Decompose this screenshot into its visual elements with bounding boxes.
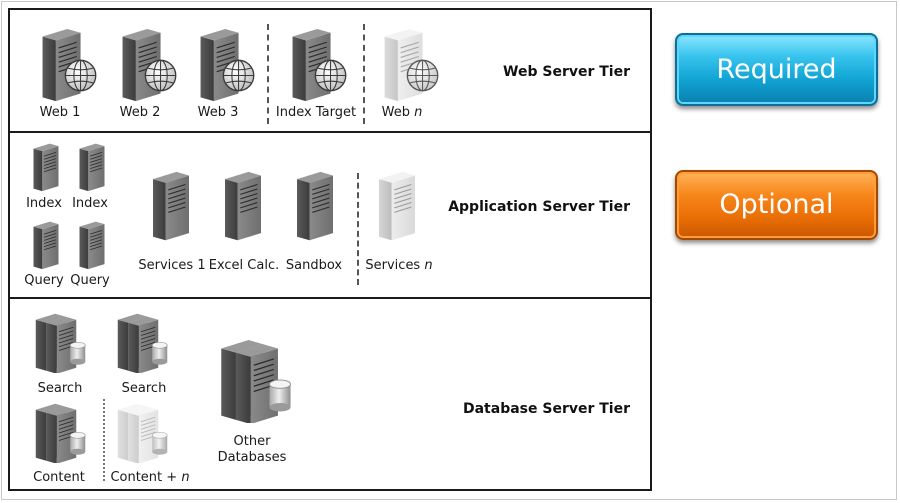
- web-server-icon: [120, 28, 180, 103]
- server-label: Query: [24, 273, 64, 288]
- server-label: Databases: [217, 450, 287, 465]
- web-server-icon: [290, 28, 350, 103]
- server-tier-diagram: Web 1 Web 2 Web 3 Index Target Web n Web…: [8, 8, 652, 491]
- server-label: Web n: [381, 105, 423, 120]
- database-server-tier: Search Search Content Content + n Other …: [10, 299, 650, 489]
- server-label: Query: [70, 273, 110, 288]
- server-label: Services 1: [138, 258, 206, 273]
- web-server-icon: [198, 28, 258, 103]
- server-label: Index: [26, 196, 62, 211]
- server-label: Content: [33, 470, 85, 485]
- web-server-optional-icon: [382, 28, 442, 103]
- tier-title: Database Server Tier: [462, 401, 630, 417]
- server-label: Sandbox: [285, 258, 343, 273]
- server-label: Index Target: [275, 105, 357, 120]
- server-label: Search: [37, 381, 83, 396]
- web-server-tier: Web 1 Web 2 Web 3 Index Target Web n Web…: [10, 10, 650, 133]
- optional-divider: [103, 399, 105, 481]
- server-label: Excel Calc.: [208, 258, 280, 273]
- optional-divider: [363, 24, 365, 124]
- legend-optional: Optional: [675, 170, 878, 240]
- server-label: Other: [233, 434, 271, 449]
- legend-required: Required: [675, 33, 878, 106]
- server-label: Index: [72, 196, 108, 211]
- server-label: Web 3: [197, 105, 239, 120]
- optional-divider: [357, 173, 359, 285]
- tier-title: Application Server Tier: [448, 199, 630, 215]
- web-server-icon: [40, 28, 100, 103]
- server-label: Web 1: [39, 105, 81, 120]
- server-label: Web 2: [119, 105, 161, 120]
- server-label: Services n: [365, 258, 433, 273]
- tier-title: Web Server Tier: [503, 64, 630, 80]
- application-server-tier: Index Index Query Query Services 1 Excel…: [10, 133, 650, 299]
- optional-divider: [267, 24, 269, 124]
- server-label: Content + n: [110, 470, 190, 485]
- server-label: Search: [121, 381, 167, 396]
